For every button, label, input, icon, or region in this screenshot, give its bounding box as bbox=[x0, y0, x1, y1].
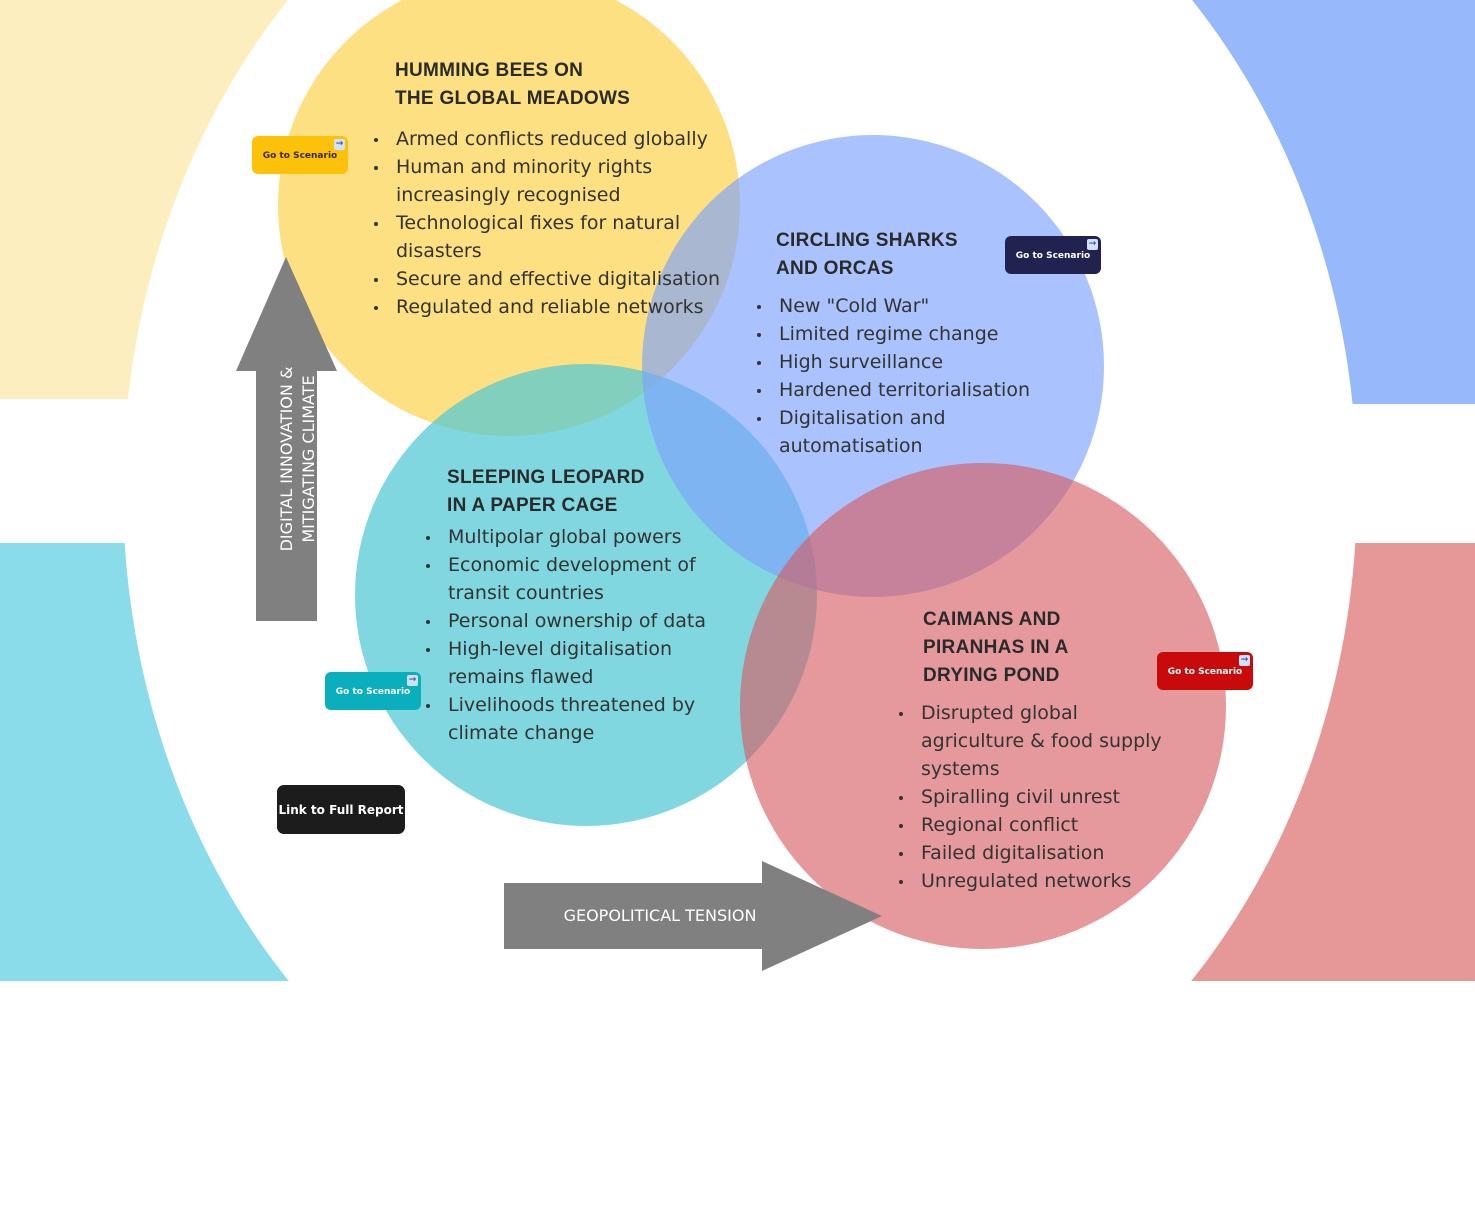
list-item: Regional conflict bbox=[899, 811, 1199, 839]
horizontal-axis-arrow bbox=[504, 861, 882, 971]
full-report-button[interactable]: Link to Full Report bbox=[277, 785, 405, 834]
list-item: Multipolar global powers bbox=[426, 523, 771, 551]
list-item: Armed conflicts reduced globally bbox=[374, 125, 724, 153]
humming-bees-list: Armed conflicts reduced globally Human a… bbox=[374, 125, 724, 321]
vertical-axis-label: DIGITAL INNOVATION & MITIGATING CLIMATE … bbox=[277, 366, 340, 552]
sleeping-leopard-go-button[interactable]: Go to Scenario → bbox=[325, 672, 421, 710]
caimans-go-button[interactable]: Go to Scenario → bbox=[1157, 652, 1253, 690]
caimans-title: CAIMANS AND PIRANHAS IN A DRYING POND bbox=[923, 609, 1069, 686]
arrow-right-icon: → bbox=[1239, 655, 1250, 666]
list-item: Failed digitalisation bbox=[899, 839, 1199, 867]
list-item: High surveillance bbox=[757, 348, 1057, 376]
list-item: Livelihoods threatened by climate change bbox=[426, 691, 768, 747]
circling-sharks-list: New "Cold War" Limited regime change Hig… bbox=[757, 292, 1057, 460]
sleeping-leopard-title: SLEEPING LEOPARD IN A PAPER CAGE bbox=[447, 467, 645, 516]
caimans-list: Disrupted global agriculture & food supp… bbox=[899, 699, 1199, 895]
list-item: Unregulated networks bbox=[899, 867, 1199, 895]
humming-bees-title: HUMMING BEES ON THE GLOBAL MEADOWS bbox=[395, 60, 631, 109]
axis-arrows bbox=[236, 257, 882, 971]
list-item: Secure and effective digitalisation bbox=[374, 265, 724, 293]
list-item: Human and minority rights increasingly r… bbox=[374, 153, 656, 209]
list-item: Technological fixes for natural disaster… bbox=[374, 209, 696, 265]
arrow-right-icon: → bbox=[334, 139, 345, 150]
list-item: Limited regime change bbox=[757, 320, 1057, 348]
sleeping-leopard-list: Multipolar global powers Economic develo… bbox=[426, 523, 771, 747]
list-item: Economic development of transit countrie… bbox=[426, 551, 758, 607]
humming-bees-go-button[interactable]: Go to Scenario → bbox=[252, 136, 348, 174]
arrow-right-icon: → bbox=[407, 675, 418, 686]
arrow-right-icon: → bbox=[1087, 239, 1098, 250]
list-item: Hardened territorialisation bbox=[757, 376, 1057, 404]
list-item: Spiralling civil unrest bbox=[899, 783, 1199, 811]
list-item: New "Cold War" bbox=[757, 292, 1057, 320]
vertical-axis-arrow bbox=[236, 257, 337, 621]
list-item: Personal ownership of data bbox=[426, 607, 771, 635]
horizontal-axis-label: GEOPOLITICAL TENSION bbox=[563, 906, 757, 925]
circling-sharks-go-button[interactable]: Go to Scenario → bbox=[1005, 236, 1101, 274]
caimans-circle bbox=[740, 463, 1226, 949]
list-item: Disrupted global agriculture & food supp… bbox=[899, 699, 1171, 783]
list-item: High-level digitalisation remains flawed bbox=[426, 635, 748, 691]
list-item: Regulated and reliable networks bbox=[374, 293, 724, 321]
list-item: Digitalisation and automatisation bbox=[757, 404, 979, 460]
circling-sharks-title: CIRCLING SHARKS AND ORCAS bbox=[776, 230, 958, 279]
